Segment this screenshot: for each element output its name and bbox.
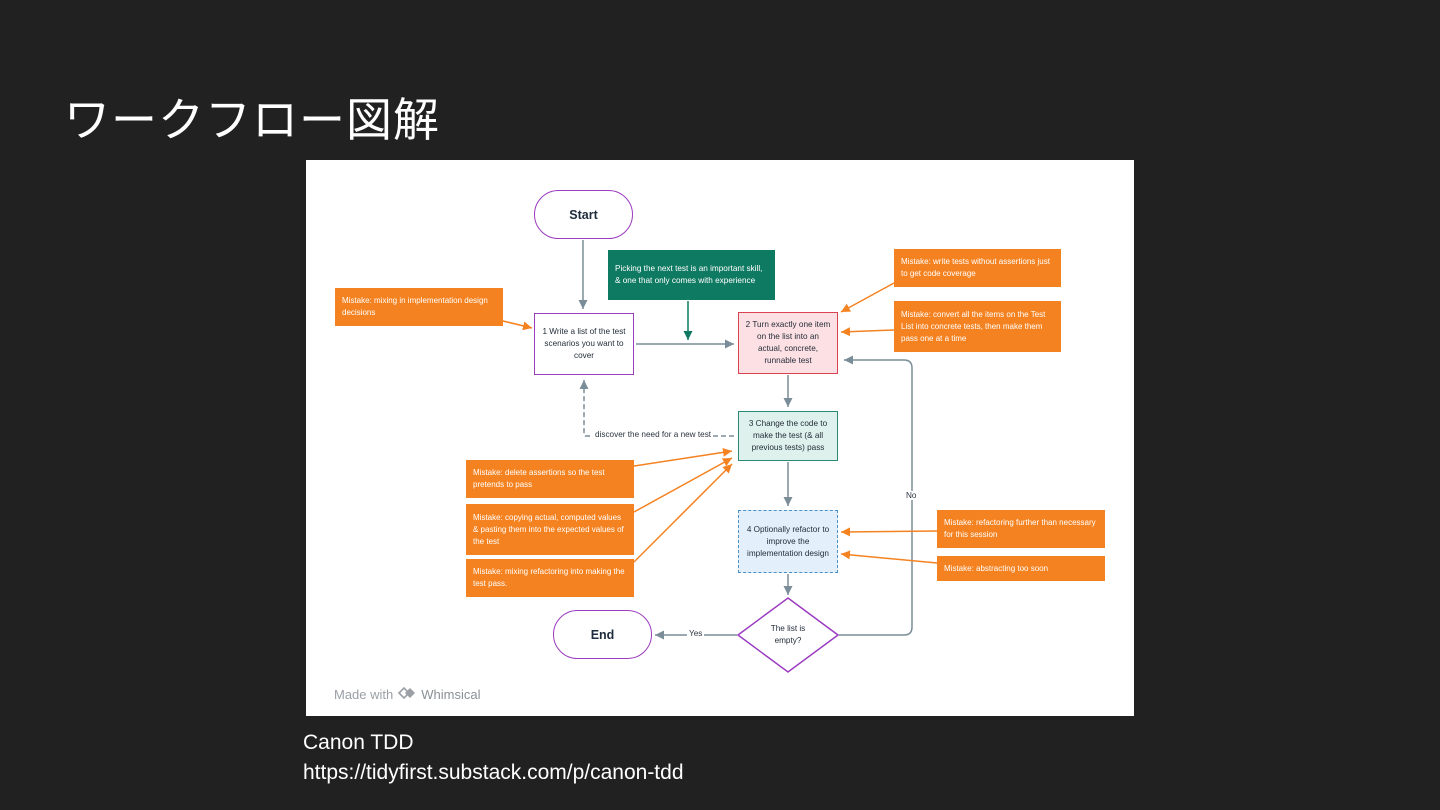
decision-diamond (736, 597, 840, 673)
mistake-delete-assertions: Mistake: delete assertions so the test p… (466, 460, 634, 498)
edge-label-yes: Yes (687, 629, 705, 638)
mistake-refactor-further: Mistake: refactoring further than necess… (937, 510, 1105, 548)
mistake-design-decisions: Mistake: mixing in implementation design… (335, 288, 503, 326)
note-picking-next-test: Picking the next test is an important sk… (608, 250, 775, 300)
edge-mistake-convert-all (840, 327, 895, 337)
slide-title: ワークフロー図解 (64, 93, 440, 147)
caption-url[interactable]: https://tidyfirst.substack.com/p/canon-t… (303, 761, 684, 784)
edge-mistake-mix-refactor (633, 463, 733, 563)
mistake-copy-values: Mistake: copying actual, computed values… (466, 504, 634, 555)
mistake-convert-all-items: Mistake: convert all the items on the Te… (894, 301, 1061, 352)
edge-mistake-delete-assert (633, 447, 733, 467)
step-3-make-test-pass: 3 Change the code to make the test (& al… (738, 411, 838, 461)
made-with-whimsical: Made with Whimsical (334, 686, 480, 703)
mistake-abstract-too-soon: Mistake: abstracting too soon (937, 556, 1105, 581)
decision-label: The list is empty? (770, 624, 806, 645)
end-node: End (553, 610, 652, 659)
step-1-write-list: 1 Write a list of the test scenarios you… (534, 313, 634, 375)
caption-title: Canon TDD (303, 731, 414, 754)
edge-decision-no-loop (839, 355, 913, 636)
edge-mistake-refactor-further (840, 527, 938, 537)
start-node: Start (534, 190, 633, 239)
edge-label-no: No (904, 491, 919, 500)
whimsical-logo-icon (397, 686, 417, 703)
edge-mistake-no-assert (840, 282, 895, 313)
edge-mistake-abstract-soon (840, 550, 938, 564)
workflow-diagram: Start End 1 Write a list of the test sce… (306, 160, 1134, 716)
edge-mistake-copy-values (633, 457, 733, 513)
edge-label-discover: discover the need for a new test (593, 430, 714, 439)
step-4-optional-refactor: 4 Optionally refactor to improve the imp… (738, 510, 838, 573)
mistake-no-assertions: Mistake: write tests without assertions … (894, 249, 1061, 287)
step-2-turn-item-into-test: 2 Turn exactly one item on the list into… (738, 312, 838, 374)
edge-discover-new-test (579, 380, 734, 437)
connector-layer (502, 240, 938, 673)
whimsical-brand-label: Whimsical (421, 687, 481, 702)
made-with-label: Made with (334, 687, 394, 702)
edge-mistake-design (502, 320, 533, 331)
mistake-mix-refactoring: Mistake: mixing refactoring into making … (466, 559, 634, 597)
